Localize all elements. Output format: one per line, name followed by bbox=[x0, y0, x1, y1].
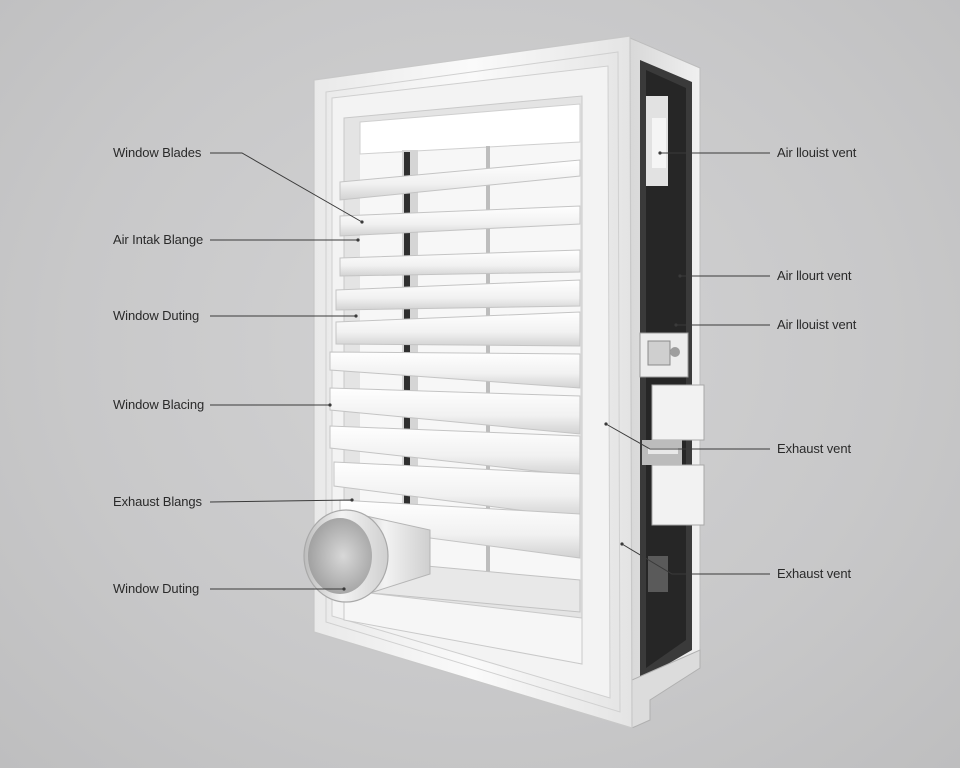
blade bbox=[329, 387, 581, 435]
label-window-blades: Window Blades bbox=[113, 145, 202, 160]
label-air-intake-flange: Air Intak Blange bbox=[113, 232, 204, 247]
blade bbox=[339, 249, 581, 277]
label-exhaust-vent-2: Exhaust vent bbox=[777, 566, 851, 581]
blade bbox=[339, 205, 581, 237]
label-air-outlet-vent-3: Air llouist vent bbox=[777, 317, 857, 332]
duct-pipe bbox=[303, 509, 431, 603]
label-air-outlet-vent-1: Air llouist vent bbox=[777, 145, 857, 160]
blade bbox=[335, 279, 581, 311]
side-housing bbox=[629, 37, 705, 729]
window-blades bbox=[329, 159, 581, 559]
blade bbox=[335, 311, 581, 347]
label-air-outlet-vent-2: Air llourt vent bbox=[777, 268, 852, 283]
label-window-ducting-top: Window Duting bbox=[113, 308, 200, 323]
blade bbox=[329, 351, 581, 389]
leader-lines-left bbox=[209, 152, 363, 590]
leader-dots-left bbox=[328, 220, 364, 591]
label-exhaust-flanges: Exhaust Blangs bbox=[113, 494, 202, 509]
label-window-bracing: Window Blacing bbox=[113, 397, 205, 412]
leader-dots-right bbox=[604, 151, 682, 546]
blade bbox=[339, 159, 581, 201]
outer-frame bbox=[313, 35, 633, 729]
label-exhaust-vent-1: Exhaust vent bbox=[777, 441, 851, 456]
label-window-ducting-bottom: Window Duting bbox=[113, 581, 200, 596]
leader-lines-right bbox=[605, 152, 770, 575]
